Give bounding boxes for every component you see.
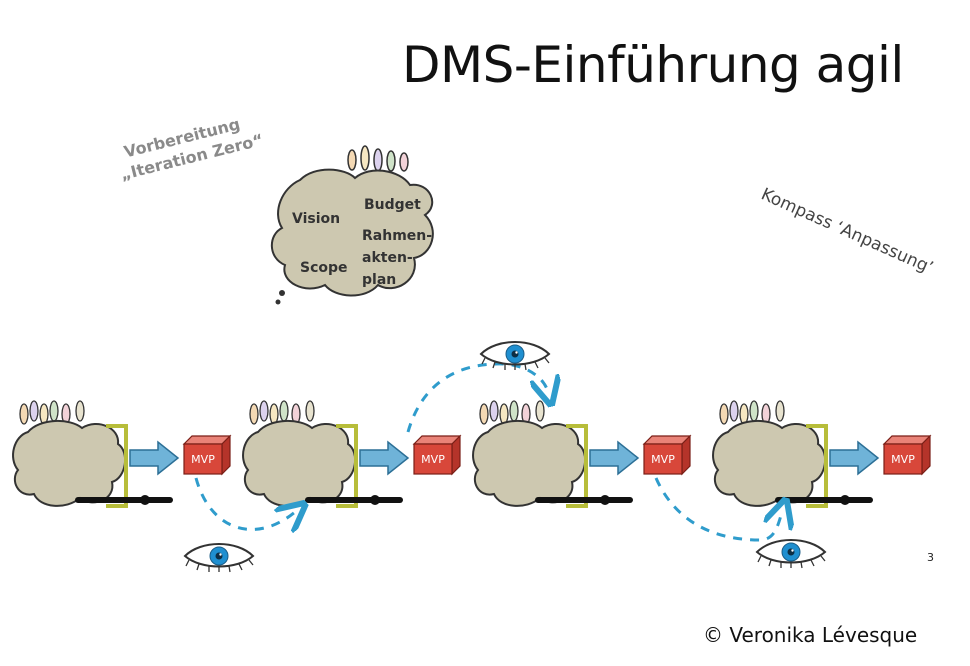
iteration-cloud [712,419,827,507]
mvp-box: MVP [642,434,692,476]
iteration-3: MVP [472,400,692,508]
mvp-label: MVP [191,453,215,466]
copyright-footer: © Veronika Lévesque [703,623,918,647]
iteration-arrow [129,440,180,476]
iteration-bracket [336,424,358,508]
iteration-arrow [829,440,880,476]
cloud-label-rahmen-2: akten- [362,250,413,266]
iteration-4: MVP [712,400,932,508]
team-figures [719,400,785,425]
cloud-label-scope: Scope [300,260,348,276]
mvp-label: MVP [891,453,915,466]
feedback-path-1 [194,477,295,529]
team-figures [19,400,85,425]
iteration-cloud [12,419,127,507]
eye-icon [183,543,255,573]
feedback-loops [194,362,782,542]
iteration-cloud [242,419,357,507]
iteration-1: MVP [12,400,232,508]
iteration-cloud [472,419,587,507]
compass-label: Kompass ‘Anpassung’ [758,184,936,278]
mvp-label: MVP [421,453,445,466]
cloud-label-vision: Vision [292,211,340,227]
eye-icon [755,539,827,569]
page-number: 3 [927,551,934,564]
cloud-shape [270,168,434,297]
mvp-box: MVP [882,434,932,476]
mvp-box: MVP [412,434,462,476]
iteration-arrow [359,440,410,476]
team-figures [479,400,545,425]
iteration-arrow [589,440,640,476]
mvp-label: MVP [651,453,675,466]
iteration-bracket [806,424,828,508]
eye-icon [479,341,551,371]
cloud-label-rahmen-1: Rahmen- [362,228,432,244]
cloud-label-budget: Budget [364,197,421,213]
team-figures [347,145,409,172]
preparation-label: Vorbereitung „Iteration Zero“ [118,114,265,184]
iteration-bracket [106,424,128,508]
eyes [183,341,827,573]
iterations: MVP MVP MVP MVP [12,400,932,508]
iteration-2: MVP [242,400,462,508]
iteration-zero-cloud: Vision Budget Rahmen- akten- plan Scope [270,145,434,305]
iteration-bracket [566,424,588,508]
mvp-box: MVP [182,434,232,476]
cloud-label-rahmen-3: plan [362,272,396,288]
slide-title: DMS-Einführung agil [402,36,904,94]
